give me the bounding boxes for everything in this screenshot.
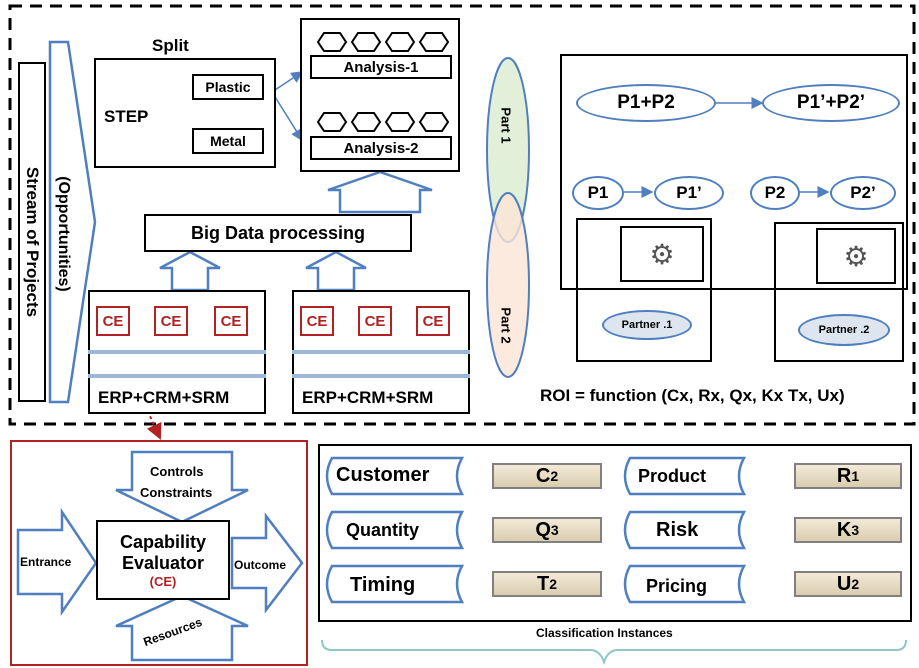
outcome-label: Outcome [234,558,287,572]
entrance-arrow [16,507,98,616]
opportunities-arrow [48,40,97,404]
gear-icon: ⚙ [649,238,675,270]
erp1-divider-2 [88,374,266,378]
capability-evaluator-box: Capability Evaluator (CE) [96,520,230,600]
erp2-label: ERP+CRM+SRM [302,388,434,407]
risk-label: Risk [656,519,699,541]
analysis-2-box: Analysis-2 [310,136,452,160]
erp1-divider [88,350,266,354]
arrow-erp1 [159,250,221,292]
ce-2-2: CE [358,306,392,336]
arrow-erp2 [305,250,367,292]
partner1-box [576,218,712,362]
partner2-box [774,222,904,362]
gear-box-2: ⚙ [816,228,896,284]
erp1-label: ERP+CRM+SRM [98,388,230,407]
evaluator-title-1: Capability [119,531,207,552]
timing-label: Timing [350,574,416,596]
right-main-box [560,54,908,290]
p2-ellipse: P2 [750,176,800,210]
step-label: STEP [104,107,149,126]
classification-label: Classification Instances [536,626,673,640]
outcome-arrow [230,512,304,614]
evaluator-ce: (CE) [149,573,177,589]
controls-arrow [115,450,249,524]
p1p2-ellipse: P1+P2 [576,84,716,122]
p1-ellipse: P1 [572,176,624,210]
customer-label: Customer [336,464,430,486]
quantity-label: Quantity [346,520,420,540]
partner1-ellipse: Partner .1 [602,310,692,340]
dashed-frame [8,4,916,426]
analysis-1-box: Analysis-1 [310,55,452,79]
ce-1-1: CE [96,306,130,336]
resources-arrow [115,594,249,662]
gear-icon: ⚙ [843,240,869,272]
constraints-label: Constraints [140,485,213,500]
pricing-label: Pricing [646,576,708,596]
product-label: Product [638,466,707,486]
erp2-divider [292,350,470,354]
ce-1-2: CE [154,306,188,336]
gear-box-1: ⚙ [620,226,704,282]
stream-box [18,62,46,402]
bigdata-box: Big Data processing [144,214,412,252]
erp2-divider-2 [292,374,470,378]
partner2-ellipse: Partner .2 [798,314,890,346]
roi-formula: ROI = function (Cx, Rx, Qx, Kx Tx, Ux) [540,386,845,405]
p2prime-ellipse: P2’ [830,176,896,210]
arrow-to-analysis [327,170,433,214]
p1prime-ellipse: P1’ [654,176,724,210]
plastic-box: Plastic [192,74,264,100]
metal-box: Metal [192,128,264,154]
classification-brace [321,639,907,666]
split-title: Split [152,36,189,55]
part2-ellipse [486,192,530,378]
ce-2-3: CE [416,306,450,336]
entrance-label: Entrance [20,555,72,569]
ce-2-1: CE [300,306,334,336]
p1p2prime-ellipse: P1’+P2’ [762,84,900,122]
evaluator-box [10,440,308,666]
controls-label: Controls [150,464,204,479]
evaluator-title-2: Evaluator [121,552,205,573]
ce-1-3: CE [214,306,248,336]
